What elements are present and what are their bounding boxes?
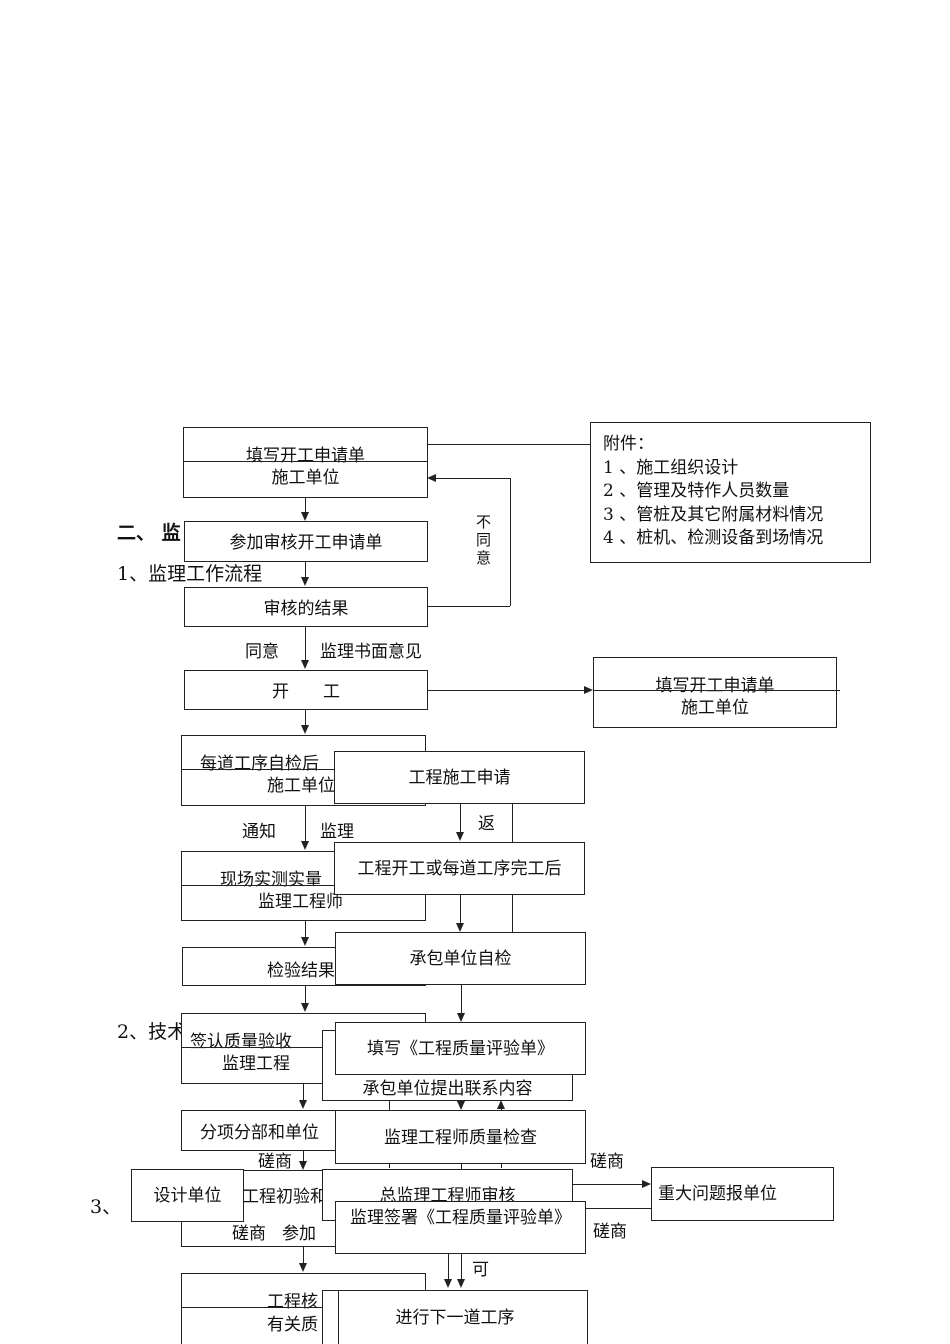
box-text: 分项分部和单位 xyxy=(200,1123,319,1143)
box-text: 施工单位 xyxy=(681,698,749,718)
consult-label-right: 磋商 xyxy=(590,1152,624,1172)
box-text: 工程开工或每道工序完工后 xyxy=(357,859,562,879)
quality-check-box: 监理工程师质量检查 xyxy=(335,1110,586,1164)
box-text: 磋商 xyxy=(232,1224,266,1244)
consult-label-right-2: 磋商 xyxy=(593,1222,627,1242)
box-text: 参加 xyxy=(282,1224,316,1244)
box-text: 监理工程师质量检查 xyxy=(384,1128,537,1148)
box-text: 签认质量验收 xyxy=(190,1032,292,1052)
consult-label: 磋商 xyxy=(258,1152,292,1172)
attachment-item: 2 、管理及特作人员数量 xyxy=(603,481,790,501)
subheading-1: 1、监理工作流程 xyxy=(117,563,263,585)
attachment-item: 4 、桩机、检测设备到场情况 xyxy=(603,528,824,548)
attachment-item: 3 、管桩及其它附属材料情况 xyxy=(603,504,824,525)
box-text: 参加审核开工申请单 xyxy=(229,533,383,553)
box-text: 检验结果 xyxy=(267,961,335,981)
sign-form-box: 监理签署《工程质量评验单》 xyxy=(335,1201,586,1254)
box-text: 重大问题报单位 xyxy=(658,1184,777,1204)
attachment-item: 1 、施工组织设计 xyxy=(603,457,739,478)
box-text: 填写开工申请单 xyxy=(655,676,775,696)
start-box: 开 工 xyxy=(184,670,428,710)
subheading-3: 3、 xyxy=(90,1196,122,1218)
notify-label: 通知 xyxy=(242,822,276,842)
contractor-selfcheck-box: 承包单位自检 xyxy=(335,932,586,985)
review-box: 参加审核开工申请单 xyxy=(184,521,428,562)
section-heading: 二、 监 xyxy=(117,522,181,544)
apply-box-right: 填写开工申请单 施工单位 xyxy=(593,657,840,728)
next-step-box: 进行下一道工序 xyxy=(322,1290,588,1344)
box-text: 填写开工申请单 xyxy=(246,446,365,466)
attachment-title: 附件： xyxy=(603,434,654,454)
written-opinion-label: 监理书面意见 xyxy=(320,642,422,662)
after-work-box: 工程开工或每道工序完工后 xyxy=(334,842,585,895)
agree-label: 同意 xyxy=(245,642,279,662)
box-text: 施工单位 xyxy=(271,468,340,488)
box-text: 监理签署《工程质量评验单》 xyxy=(350,1208,571,1228)
box-text: 每道工序自检后 xyxy=(200,754,319,774)
box-text: 进行下一道工序 xyxy=(395,1308,515,1328)
box-text: 工程施工申请 xyxy=(408,768,511,788)
box-text: 工程核 xyxy=(267,1292,318,1312)
major-issue-box: 重大问题报单位 xyxy=(651,1167,834,1221)
apply-start-box: 填写开工申请单 施工单位 xyxy=(183,427,428,498)
supervise-label: 监理 xyxy=(320,822,354,842)
subheading-2: 2、技术 xyxy=(117,1021,187,1043)
box-text: 施工单位 xyxy=(267,776,335,796)
attachment-box: 附件： 1 、施工组织设计 2 、管理及特作人员数量 3 、管桩及其它附属材料情… xyxy=(590,422,871,563)
box-text: 现场实测实量 xyxy=(220,870,322,890)
approve-label: 可 xyxy=(472,1260,489,1280)
box-text: 审核的结果 xyxy=(263,599,349,619)
return-label: 返 xyxy=(478,814,495,834)
fill-form-box: 填写《工程质量评验单》 xyxy=(335,1022,586,1075)
box-text: 开 工 xyxy=(272,682,340,702)
box-text: 承包单位提出联系内容 xyxy=(362,1079,533,1099)
result-box: 审核的结果 xyxy=(184,587,428,627)
box-text: 承包单位自检 xyxy=(409,949,512,969)
construction-apply-box: 工程施工申请 xyxy=(334,751,585,804)
design-unit-box: 设计单位 xyxy=(131,1169,244,1222)
box-text: 设计单位 xyxy=(153,1186,222,1206)
box-text: 监理工程 xyxy=(222,1054,290,1074)
box-text: 工程初验和 xyxy=(242,1187,327,1207)
box-text: 有关质 xyxy=(267,1315,318,1335)
box-text: 填写《工程质量评验单》 xyxy=(367,1039,554,1059)
box-text: 监理工程师 xyxy=(258,892,343,912)
disagree-label: 不同意 xyxy=(476,513,492,567)
